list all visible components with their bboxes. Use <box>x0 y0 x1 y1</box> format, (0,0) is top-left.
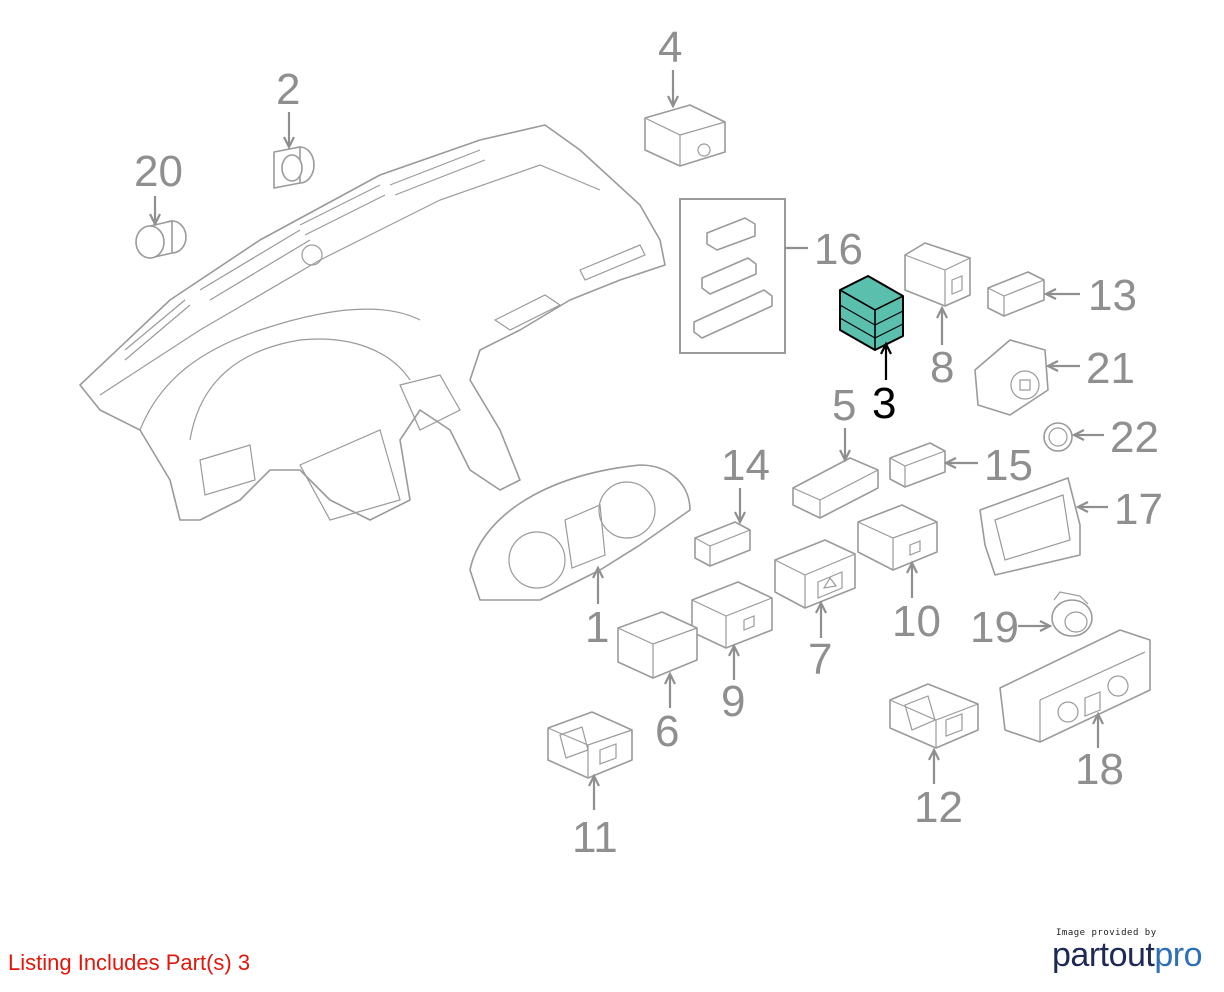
part-15-cover: 15 <box>889 441 1033 490</box>
callout-4: 4 <box>658 23 682 72</box>
part-7-hazard-switch: 7 <box>774 539 856 684</box>
part-11-switch: 11 <box>547 711 633 862</box>
part-20-vent: 20 <box>134 147 187 259</box>
logo-word-part2: pro <box>1154 936 1202 974</box>
part-16-group: 16 <box>679 198 863 354</box>
callout-17: 17 <box>1114 485 1163 534</box>
part-19-knob: 19 <box>970 591 1093 652</box>
part-4-switch: 4 <box>644 23 726 167</box>
callout-6: 6 <box>655 707 679 756</box>
part-6-switch: 6 <box>617 611 698 756</box>
callout-10: 10 <box>892 597 941 646</box>
part-22-ring: 22 <box>1043 413 1159 462</box>
part-10-switch: 10 <box>857 504 941 646</box>
logo-word-part1: partout <box>1052 936 1155 974</box>
callout-2: 2 <box>276 65 300 114</box>
callout-11: 11 <box>572 813 618 862</box>
part-18-climate-control: 18 <box>999 629 1151 794</box>
callout-5: 5 <box>832 381 856 430</box>
part-8-switch: 8 <box>904 242 971 392</box>
callout-7: 7 <box>808 635 832 684</box>
callout-8: 8 <box>930 343 954 392</box>
part-3-switch-highlighted: 3 <box>839 275 904 428</box>
dashboard-part <box>79 124 666 521</box>
callout-15: 15 <box>984 441 1033 490</box>
part-1-instrument-cluster: 1 <box>469 464 691 652</box>
part-9-switch: 9 <box>691 581 773 726</box>
callout-18: 18 <box>1075 745 1124 794</box>
part-2-knob: 2 <box>273 65 315 189</box>
callout-16: 16 <box>814 225 863 274</box>
callout-19: 19 <box>970 603 1019 652</box>
partoutpro-logo: Image provided by partoutpro <box>1052 928 1212 978</box>
callout-14: 14 <box>721 441 770 490</box>
callout-13: 13 <box>1088 271 1137 320</box>
logo-wordmark: partoutpro <box>1052 936 1202 975</box>
part-21-switch: 21 <box>974 339 1135 416</box>
callout-9: 9 <box>721 677 745 726</box>
callout-3: 3 <box>872 379 896 428</box>
part-12-switch: 12 <box>889 683 979 832</box>
logo-caption: Image provided by <box>1056 928 1157 938</box>
callout-12: 12 <box>914 783 963 832</box>
listing-note: Listing Includes Part(s) 3 <box>8 950 251 975</box>
callout-22: 22 <box>1110 413 1159 462</box>
part-17-display: 17 <box>979 477 1163 576</box>
part-14-cover: 14 <box>694 441 770 567</box>
callout-1: 1 <box>585 603 609 652</box>
callout-20: 20 <box>134 147 183 196</box>
callout-21: 21 <box>1086 344 1135 393</box>
part-13-cover: 13 <box>987 271 1137 320</box>
part-5-panel: 5 <box>792 381 879 519</box>
